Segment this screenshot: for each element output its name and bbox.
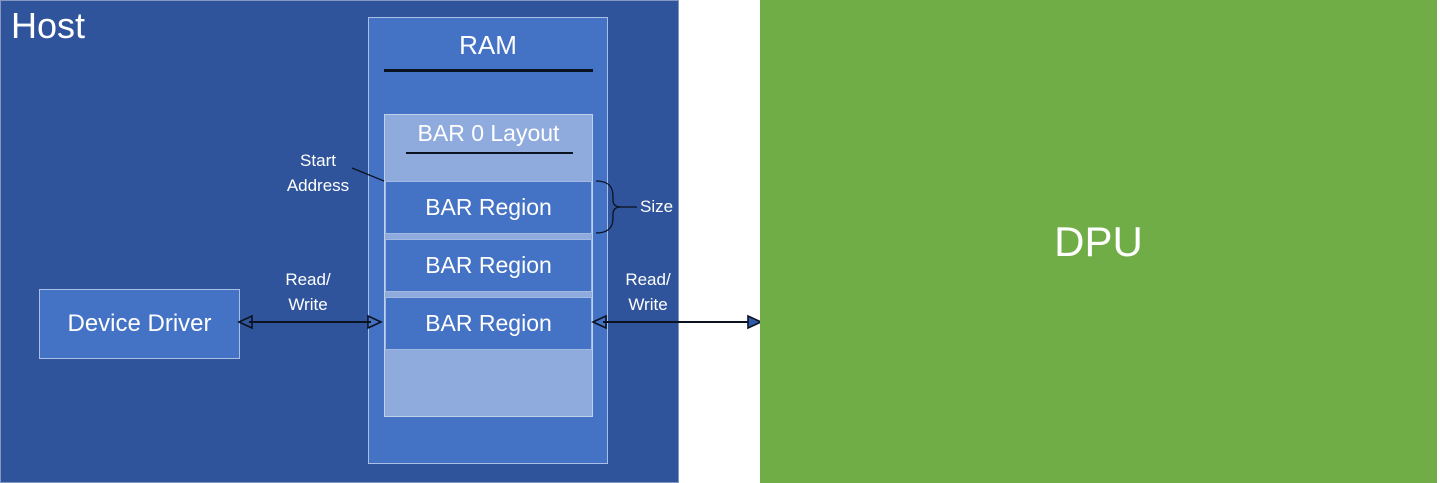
ram-title-underline <box>384 69 593 72</box>
dpu-block: DPU <box>760 0 1437 483</box>
bar-region-box: BAR Region <box>385 181 592 234</box>
bar-region-box: BAR Region <box>385 297 592 350</box>
host-block: Host Device Driver RAM BAR 0 Layout BAR … <box>0 0 679 483</box>
bar-region-label: BAR Region <box>425 310 552 336</box>
device-driver-box: Device Driver <box>39 289 240 359</box>
size-label: Size <box>640 197 674 216</box>
device-driver-label: Device Driver <box>67 310 212 337</box>
dpu-title: DPU <box>1054 217 1143 265</box>
bar0-title-underline <box>406 152 573 154</box>
host-title: Host <box>11 5 86 46</box>
bar0-layout-title: BAR 0 Layout <box>417 120 560 146</box>
bar-region-label: BAR Region <box>425 194 552 220</box>
read-write-label-right: Read/ Write <box>625 270 671 314</box>
ram-title: RAM <box>459 30 517 60</box>
ram-box: RAM BAR 0 Layout BAR Region BAR Region B… <box>368 17 608 464</box>
bar-region-label: BAR Region <box>425 252 552 278</box>
bar0-layout-container: BAR 0 Layout BAR Region BAR Region BAR R… <box>384 114 593 417</box>
bar-region-box: BAR Region <box>385 239 592 292</box>
read-write-label-left: Read/ Write <box>285 270 331 314</box>
start-address-label: Start Address <box>286 151 350 195</box>
